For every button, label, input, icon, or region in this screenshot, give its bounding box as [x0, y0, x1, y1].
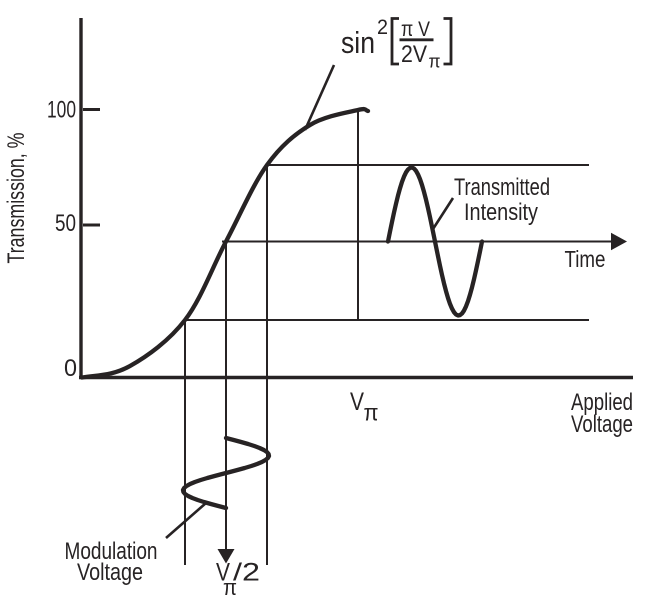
time-axis-label: Time [565, 246, 606, 272]
transmitted-intensity-label-line2: Intensity [464, 199, 538, 226]
formula-numerator: π V [401, 18, 430, 41]
axes-and-construction-lines [79, 18, 633, 565]
transmitted-intensity-label-line1: Transmitted [454, 174, 550, 201]
time-axis-arrowhead [611, 232, 627, 251]
formula-shapes [390, 17, 453, 66]
vpi-label-subscript: π [364, 400, 379, 426]
sin-squared-transfer-curve [79, 106, 371, 380]
half-vpi-label-subscript: π [223, 575, 237, 600]
intensity-pointer-line [431, 197, 455, 230]
y-tick-label-100: 100 [47, 97, 76, 124]
labels-layer: 100 50 0 Transmission, % sin 2 π V 2V π … [3, 16, 633, 600]
formula-pointer-line [303, 64, 336, 131]
curves-layer [79, 106, 485, 511]
modulation-pointer-line [165, 502, 207, 539]
modulation-voltage-label-line2: Voltage [77, 559, 143, 586]
modulation-voltage-label-line1: Modulation [65, 538, 158, 565]
formula-exponent: 2 [377, 16, 388, 39]
formula-left-bracket [390, 17, 399, 66]
modulation-voltage-waveform [180, 435, 272, 511]
half-vpi-label-base: V [216, 559, 230, 587]
formula-right-bracket [443, 17, 453, 66]
formula-denominator-subscript: π [429, 52, 441, 72]
y-tick-label-0: 0 [64, 355, 77, 382]
y-tick-label-50: 50 [55, 210, 76, 237]
y-axis-title: Transmission, % [3, 133, 30, 264]
applied-voltage-label-line2: Voltage [571, 411, 633, 438]
applied-voltage-label-line1: Applied [571, 389, 633, 416]
half-vpi-label-suffix: /2 [233, 559, 260, 587]
transmitted-intensity-waveform [385, 165, 485, 318]
vpi-label-base: V [350, 388, 364, 416]
formula-sin: sin [341, 25, 375, 60]
bias-down-arrowhead [217, 549, 235, 564]
formula-denominator: 2V [401, 41, 427, 68]
